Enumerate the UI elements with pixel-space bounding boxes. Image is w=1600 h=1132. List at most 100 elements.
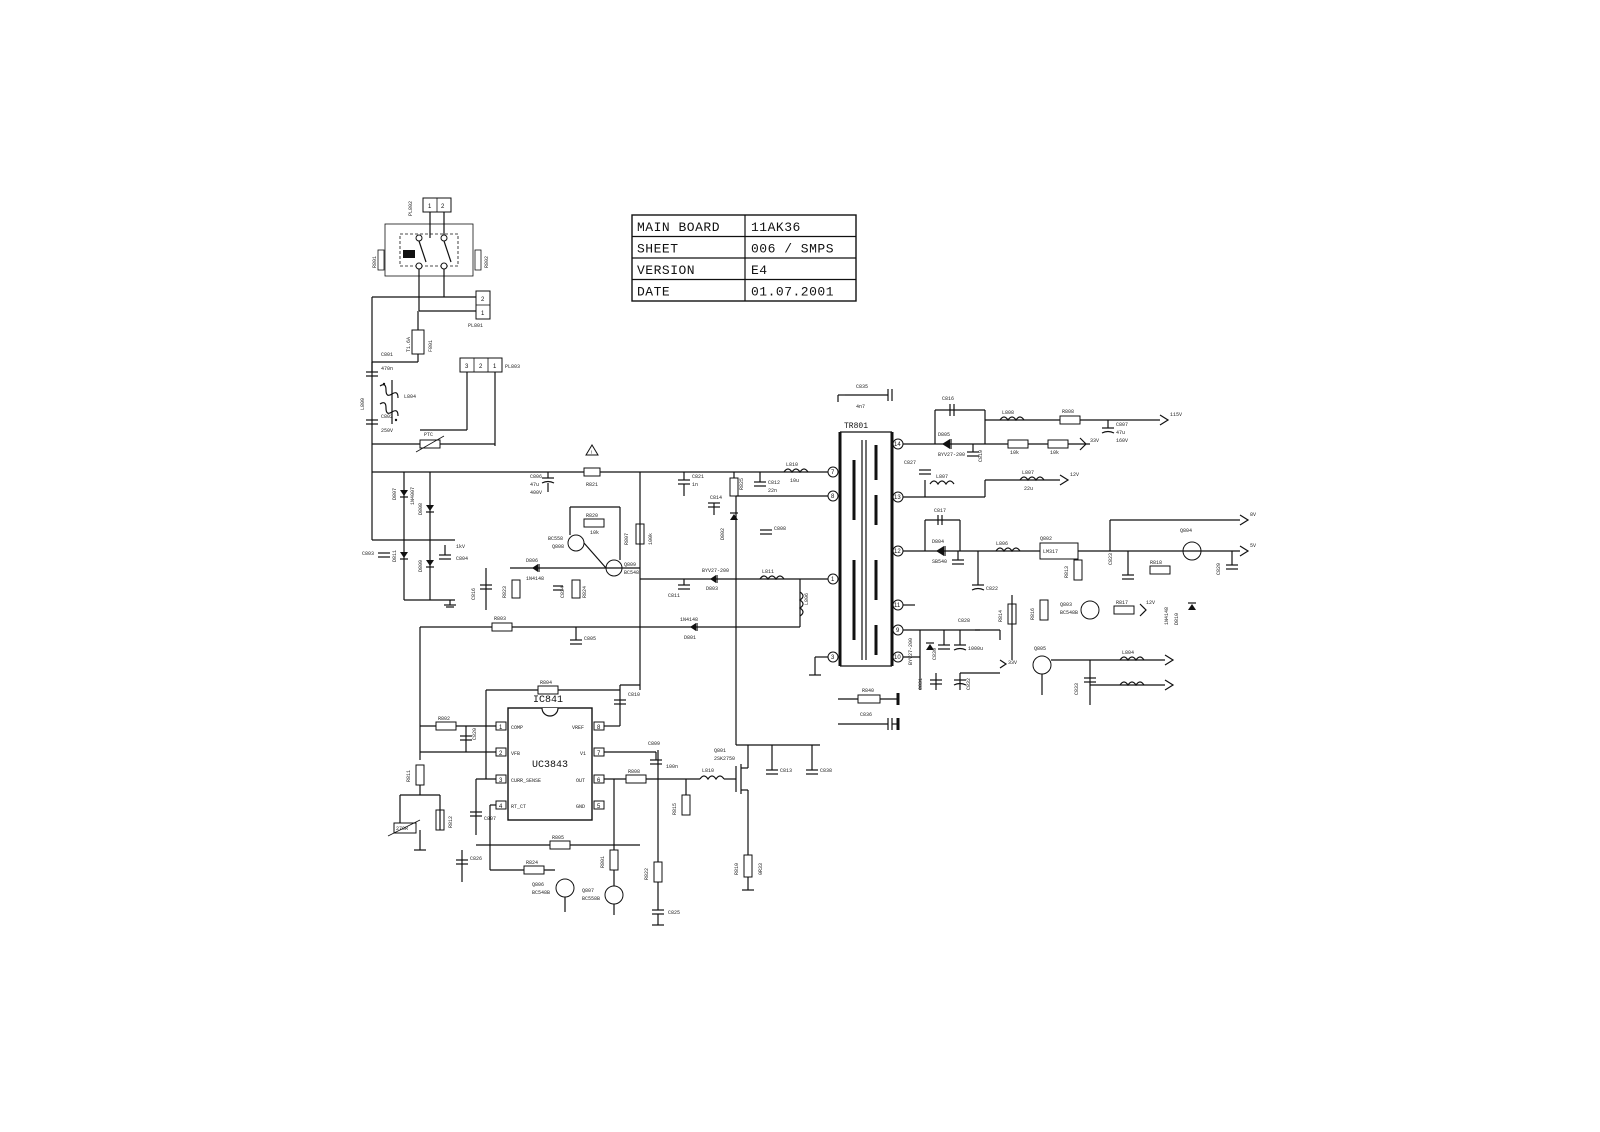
ic-pin-7-name: V1	[580, 751, 586, 757]
cap-c816b-label: C816	[942, 396, 954, 402]
diode-d806-value: 1N4148	[526, 576, 544, 582]
q807-part-label: BC558B	[582, 896, 600, 902]
inductor-l808-label: L808	[1002, 410, 1014, 416]
ic-part-label: UC3843	[532, 760, 568, 771]
cap-c822-label: C822	[986, 586, 998, 592]
cap-c825-label: C825	[668, 910, 680, 916]
res-r808-label: R808	[1062, 409, 1074, 415]
transformer-label: TR801	[844, 422, 868, 431]
q808-part-label: BC558	[548, 536, 563, 542]
diode-d803-value: BYV27-200	[702, 568, 729, 574]
mosfet-ref-label: Q801	[714, 748, 726, 754]
pl801-pin-1: 1	[481, 311, 485, 317]
svg-text:1: 1	[831, 577, 835, 583]
startup-aux: R807 100k R820 10k BC558 Q808 Q809 BC548…	[419, 472, 830, 760]
cap-c828-label: C828	[958, 618, 970, 624]
ic-pin-3-name: CURR_SENSE	[511, 778, 541, 784]
output-115v-label: 115V	[1170, 412, 1182, 418]
svg-text:3: 3	[831, 655, 835, 661]
cap-c806-value: 47u	[530, 482, 539, 488]
svg-text:!: !	[590, 450, 593, 456]
cap-c812-label: C812	[768, 480, 780, 486]
inductor-l807-value: 22u	[1024, 486, 1033, 492]
svg-text:13: 13	[894, 495, 901, 501]
svg-text:7: 7	[831, 470, 835, 476]
diode-d802-label: D802	[720, 528, 726, 540]
svg-text:14: 14	[894, 442, 901, 448]
pl801-label: PL801	[468, 323, 483, 329]
title-value-sheet: 006 / SMPS	[751, 242, 834, 257]
choke-l809-label: L809	[360, 398, 366, 410]
diode-d806-label: D806	[526, 558, 538, 564]
res-r824b-label: R824	[526, 860, 538, 866]
transistor-q806	[555, 878, 575, 898]
cap-c809-label: C809	[648, 741, 660, 747]
pl801-pin-2: 2	[481, 297, 485, 303]
cap-c811-label: C811	[668, 593, 680, 599]
svg-text:10: 10	[894, 655, 901, 661]
cap-c824-label: C824	[560, 586, 566, 598]
trim-pot-value: 270R	[396, 826, 408, 832]
res-r818-label: R818	[1150, 560, 1162, 566]
mains-input-section: 1 2 PL802 R801 R802 2 1 PL801 F801 T	[360, 197, 520, 608]
transistor-q803	[1080, 600, 1100, 620]
inductor-l810-value: 10u	[790, 478, 799, 484]
res-r801b-label: R801	[600, 856, 606, 868]
q805-ref-label: Q805	[1034, 646, 1046, 652]
cap-c838-label: C838	[820, 768, 832, 774]
q803-ref-label: Q803	[1060, 602, 1072, 608]
title-block: MAIN BOARD 11AK36 SHEET 006 / SMPS VERSI…	[631, 214, 857, 302]
ic-pin-1-num: 1	[499, 725, 503, 731]
diode-d807-label: D807	[392, 488, 398, 500]
cap-c817-label: C817	[934, 508, 946, 514]
tr-pin-1	[827, 573, 839, 585]
title-label-version: VERSION	[637, 263, 695, 278]
ic-pin-4-num: 4	[499, 804, 503, 810]
title-value-board: 11AK36	[751, 220, 801, 235]
title-label-date: DATE	[637, 285, 670, 300]
line-filter-l809: L809 L804	[360, 380, 416, 424]
cap-c810-label: C810	[628, 692, 640, 698]
cap-c805-label: C805	[584, 636, 596, 642]
res-r813-label: R813	[1064, 566, 1070, 578]
diode-d805-value: BYV27-200	[938, 452, 965, 458]
q809-ref-label: Q809	[624, 562, 636, 568]
ic-pin-2-name: VFB	[511, 751, 520, 757]
primary-bus: C806 47u 400V ! R821 C821 1n R825 C812 2…	[455, 444, 830, 540]
connector-pl803	[459, 357, 503, 373]
inductor-l806-label: L806	[804, 593, 810, 605]
pl803-pin-1: 1	[493, 364, 497, 370]
switch-r801-label: R801	[372, 256, 378, 268]
output-lower-label: 33V	[1008, 660, 1017, 666]
res-10k-a-value: 10k	[1010, 450, 1019, 456]
pl802-pin-2: 2	[441, 204, 445, 210]
cap-c830-label: C830	[932, 648, 938, 660]
cap-c809-value: 100n	[666, 764, 678, 770]
q804-ref-label: Q804	[1180, 528, 1192, 534]
diode-d811-label: D811	[392, 550, 398, 562]
ic-body	[507, 707, 593, 821]
transistor-q804	[1182, 541, 1202, 561]
res-r808b-label: R808	[628, 769, 640, 775]
inductor-l807b-label: L807	[1022, 470, 1034, 476]
cap-c835-value: 4n7	[856, 404, 865, 410]
cap-c821-label: C821	[692, 474, 704, 480]
inductor-l807-label: L807	[936, 474, 948, 480]
res-r840-label: R840	[862, 688, 874, 694]
res-r807-label: R807	[624, 533, 630, 545]
tr-pin-7	[827, 466, 839, 478]
pl802-label: PL802	[408, 201, 414, 216]
cap-c802-label: C802	[381, 414, 393, 420]
res-r825-label: R825	[739, 478, 745, 490]
diode-1n4007-label: 1N4007	[410, 487, 416, 505]
cap-c806-voltage: 400V	[530, 490, 542, 496]
q807-ref-label: Q807	[582, 888, 594, 894]
svg-text:9: 9	[896, 628, 900, 634]
diode-d810-label: D810	[1174, 613, 1180, 625]
cap-c814-label: C814	[710, 495, 722, 501]
output-12v-label: 12V	[1070, 472, 1079, 478]
cap-c835-label: C835	[856, 384, 868, 390]
cap-c816-label: C816	[471, 588, 477, 600]
cap-c807-value: 47u	[1116, 430, 1125, 436]
